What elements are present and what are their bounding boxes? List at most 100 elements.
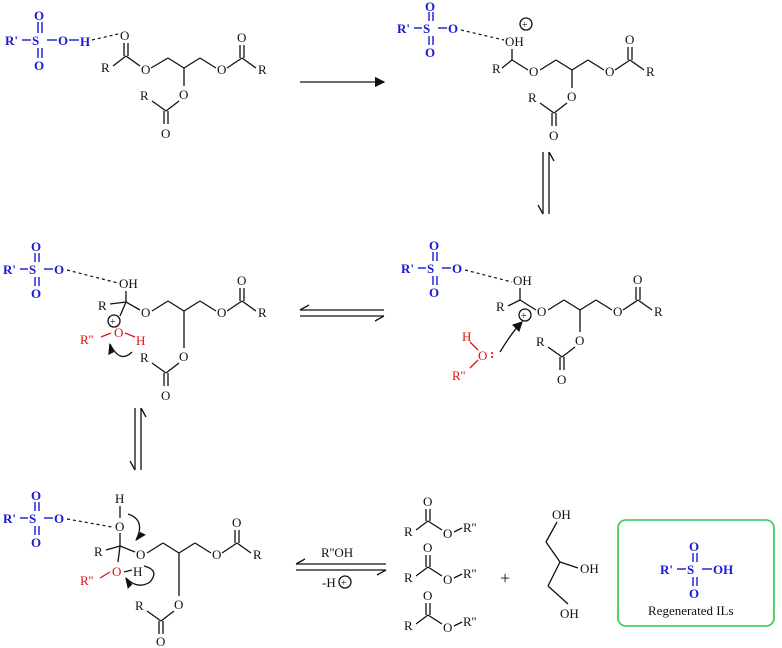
- charge-sign: +: [521, 311, 527, 322]
- oxygen-label: O: [161, 388, 170, 403]
- r-group-label: R: [258, 62, 267, 77]
- oxygen-label: O: [120, 28, 129, 43]
- r-group-label: R: [404, 618, 413, 633]
- hydrogen-bond-dash: [464, 269, 513, 283]
- r-group-label: R: [492, 61, 501, 76]
- r-prime-label: R': [397, 21, 410, 36]
- panel-2-sulfonate: R' S O O O: [397, 0, 458, 60]
- oxygen-label: O: [567, 89, 576, 104]
- hydrogen-bond-dash: [91, 33, 119, 41]
- oxygen-label: O: [429, 238, 439, 253]
- hydrogen-bond-dash: [460, 29, 505, 41]
- r-double-prime-label: R'': [463, 566, 476, 581]
- reagent-proton-loss: -H: [322, 575, 336, 590]
- oxygen-label: O: [174, 597, 183, 612]
- hydrogen-label: H: [136, 333, 145, 348]
- equilibrium-arrow: [295, 558, 387, 576]
- oxygen-label: O: [423, 540, 432, 555]
- r-group-label: R: [135, 598, 144, 613]
- charge-sign: +: [522, 20, 528, 31]
- hydroxyl-label: OH: [119, 276, 138, 291]
- oxygen-label: O: [689, 539, 699, 554]
- r-prime-label: R': [3, 511, 16, 526]
- equilibrium-arrow: [129, 407, 147, 471]
- hydroxyl-label: OH: [713, 562, 733, 577]
- hydrogen-label: H: [462, 329, 471, 344]
- oxygen-label: O: [443, 620, 452, 635]
- oxygen-label: O: [237, 30, 246, 45]
- charge-sign: +: [341, 578, 347, 589]
- r-group-label: R: [94, 544, 103, 559]
- sulfur-label: S: [32, 33, 39, 48]
- oxygen-label: O: [429, 285, 439, 300]
- r-double-prime-label: R'': [463, 614, 476, 629]
- oxygen-label: O: [633, 272, 642, 287]
- r-group-label: R: [140, 350, 149, 365]
- r-double-prime-label: R'': [80, 573, 93, 588]
- r-double-prime-label: R'': [452, 368, 465, 383]
- r-group-label: R: [140, 88, 149, 103]
- charge-sign: +: [110, 317, 116, 328]
- sulfur-label: S: [687, 562, 694, 577]
- r-group-label: R: [404, 570, 413, 585]
- r-group-label: R: [253, 547, 262, 562]
- panel-1-triglyceride: O R O O O R O R O: [101, 28, 267, 141]
- r-group-label: R: [98, 298, 107, 313]
- oxygen-label: O: [557, 372, 566, 387]
- oxygen-label: O: [115, 519, 124, 534]
- oxygen-label: O: [537, 304, 546, 319]
- regenerated-ils-box: [617, 519, 775, 627]
- r-prime-label: R': [401, 261, 414, 276]
- panel-3-carbocation: OH R O + O O R O R O H O : R'': [452, 272, 663, 387]
- hydroxyl-label: OH: [505, 34, 524, 49]
- oxygen-label: O: [179, 349, 188, 364]
- oxygen-label: O: [423, 494, 432, 509]
- hydrogen-label: H: [80, 34, 90, 49]
- oxygen-label: O: [34, 58, 44, 73]
- oxygen-label: O: [443, 526, 452, 541]
- hydroxyl-label: OH: [560, 606, 579, 621]
- electron-pushing-arrow: [499, 321, 523, 353]
- product-glycerol: OH OH OH: [545, 507, 599, 621]
- oxygen-label: O: [217, 62, 226, 77]
- r-group-label: R: [258, 305, 267, 320]
- oxygen-label: O: [625, 32, 634, 47]
- hydroxyl-label: OH: [513, 273, 532, 288]
- electron-pushing-arrow: [125, 565, 155, 590]
- sulfur-label: S: [423, 21, 430, 36]
- hydrogen-label: H: [115, 491, 124, 506]
- oxygen-label: O: [141, 62, 150, 77]
- hydroxyl-label: OH: [552, 507, 571, 522]
- product-ester-2: O R O R'': [404, 540, 476, 587]
- oxygen-label: O: [689, 586, 699, 601]
- panel-3-sulfonate: R' S O O O: [401, 238, 462, 300]
- r-double-prime-label: R'': [463, 520, 476, 535]
- oxygen-label: O: [34, 8, 44, 23]
- r-group-label: R: [528, 90, 537, 105]
- oxygen-label: O: [452, 261, 462, 276]
- plus-sign: +: [500, 568, 510, 588]
- oxygen-label: O: [156, 634, 165, 648]
- oxygen-label: O: [425, 0, 435, 14]
- oxygen-label: O: [423, 588, 432, 603]
- lone-pair: :: [490, 346, 494, 361]
- reagent-alcohol: R''OH: [321, 545, 353, 560]
- oxygen-label: O: [605, 64, 614, 79]
- panel-4-tetrahedral-intermediate: OH R O O O R O R O + O R'' H: [80, 273, 267, 403]
- sulfur-label: S: [29, 262, 36, 277]
- oxygen-label: O: [237, 273, 246, 288]
- oxygen-label: O: [212, 547, 221, 562]
- oxygen-label: O: [448, 21, 458, 36]
- oxygen-label: O: [112, 564, 121, 579]
- panel-5-tetrahedral-intermediate: H O R O O O R O R O O R'' H: [80, 491, 262, 648]
- oxygen-label: O: [136, 547, 145, 562]
- oxygen-label: O: [613, 304, 622, 319]
- oxygen-label: O: [141, 305, 150, 320]
- oxygen-label: O: [179, 87, 188, 102]
- electron-pushing-arrow: [127, 513, 146, 542]
- oxygen-label: O: [54, 262, 64, 277]
- hydrogen-bond-dash: [66, 518, 113, 528]
- r-double-prime-label: R'': [80, 332, 93, 347]
- oxygen-label: O: [575, 333, 584, 348]
- hydrogen-label: H: [133, 564, 142, 579]
